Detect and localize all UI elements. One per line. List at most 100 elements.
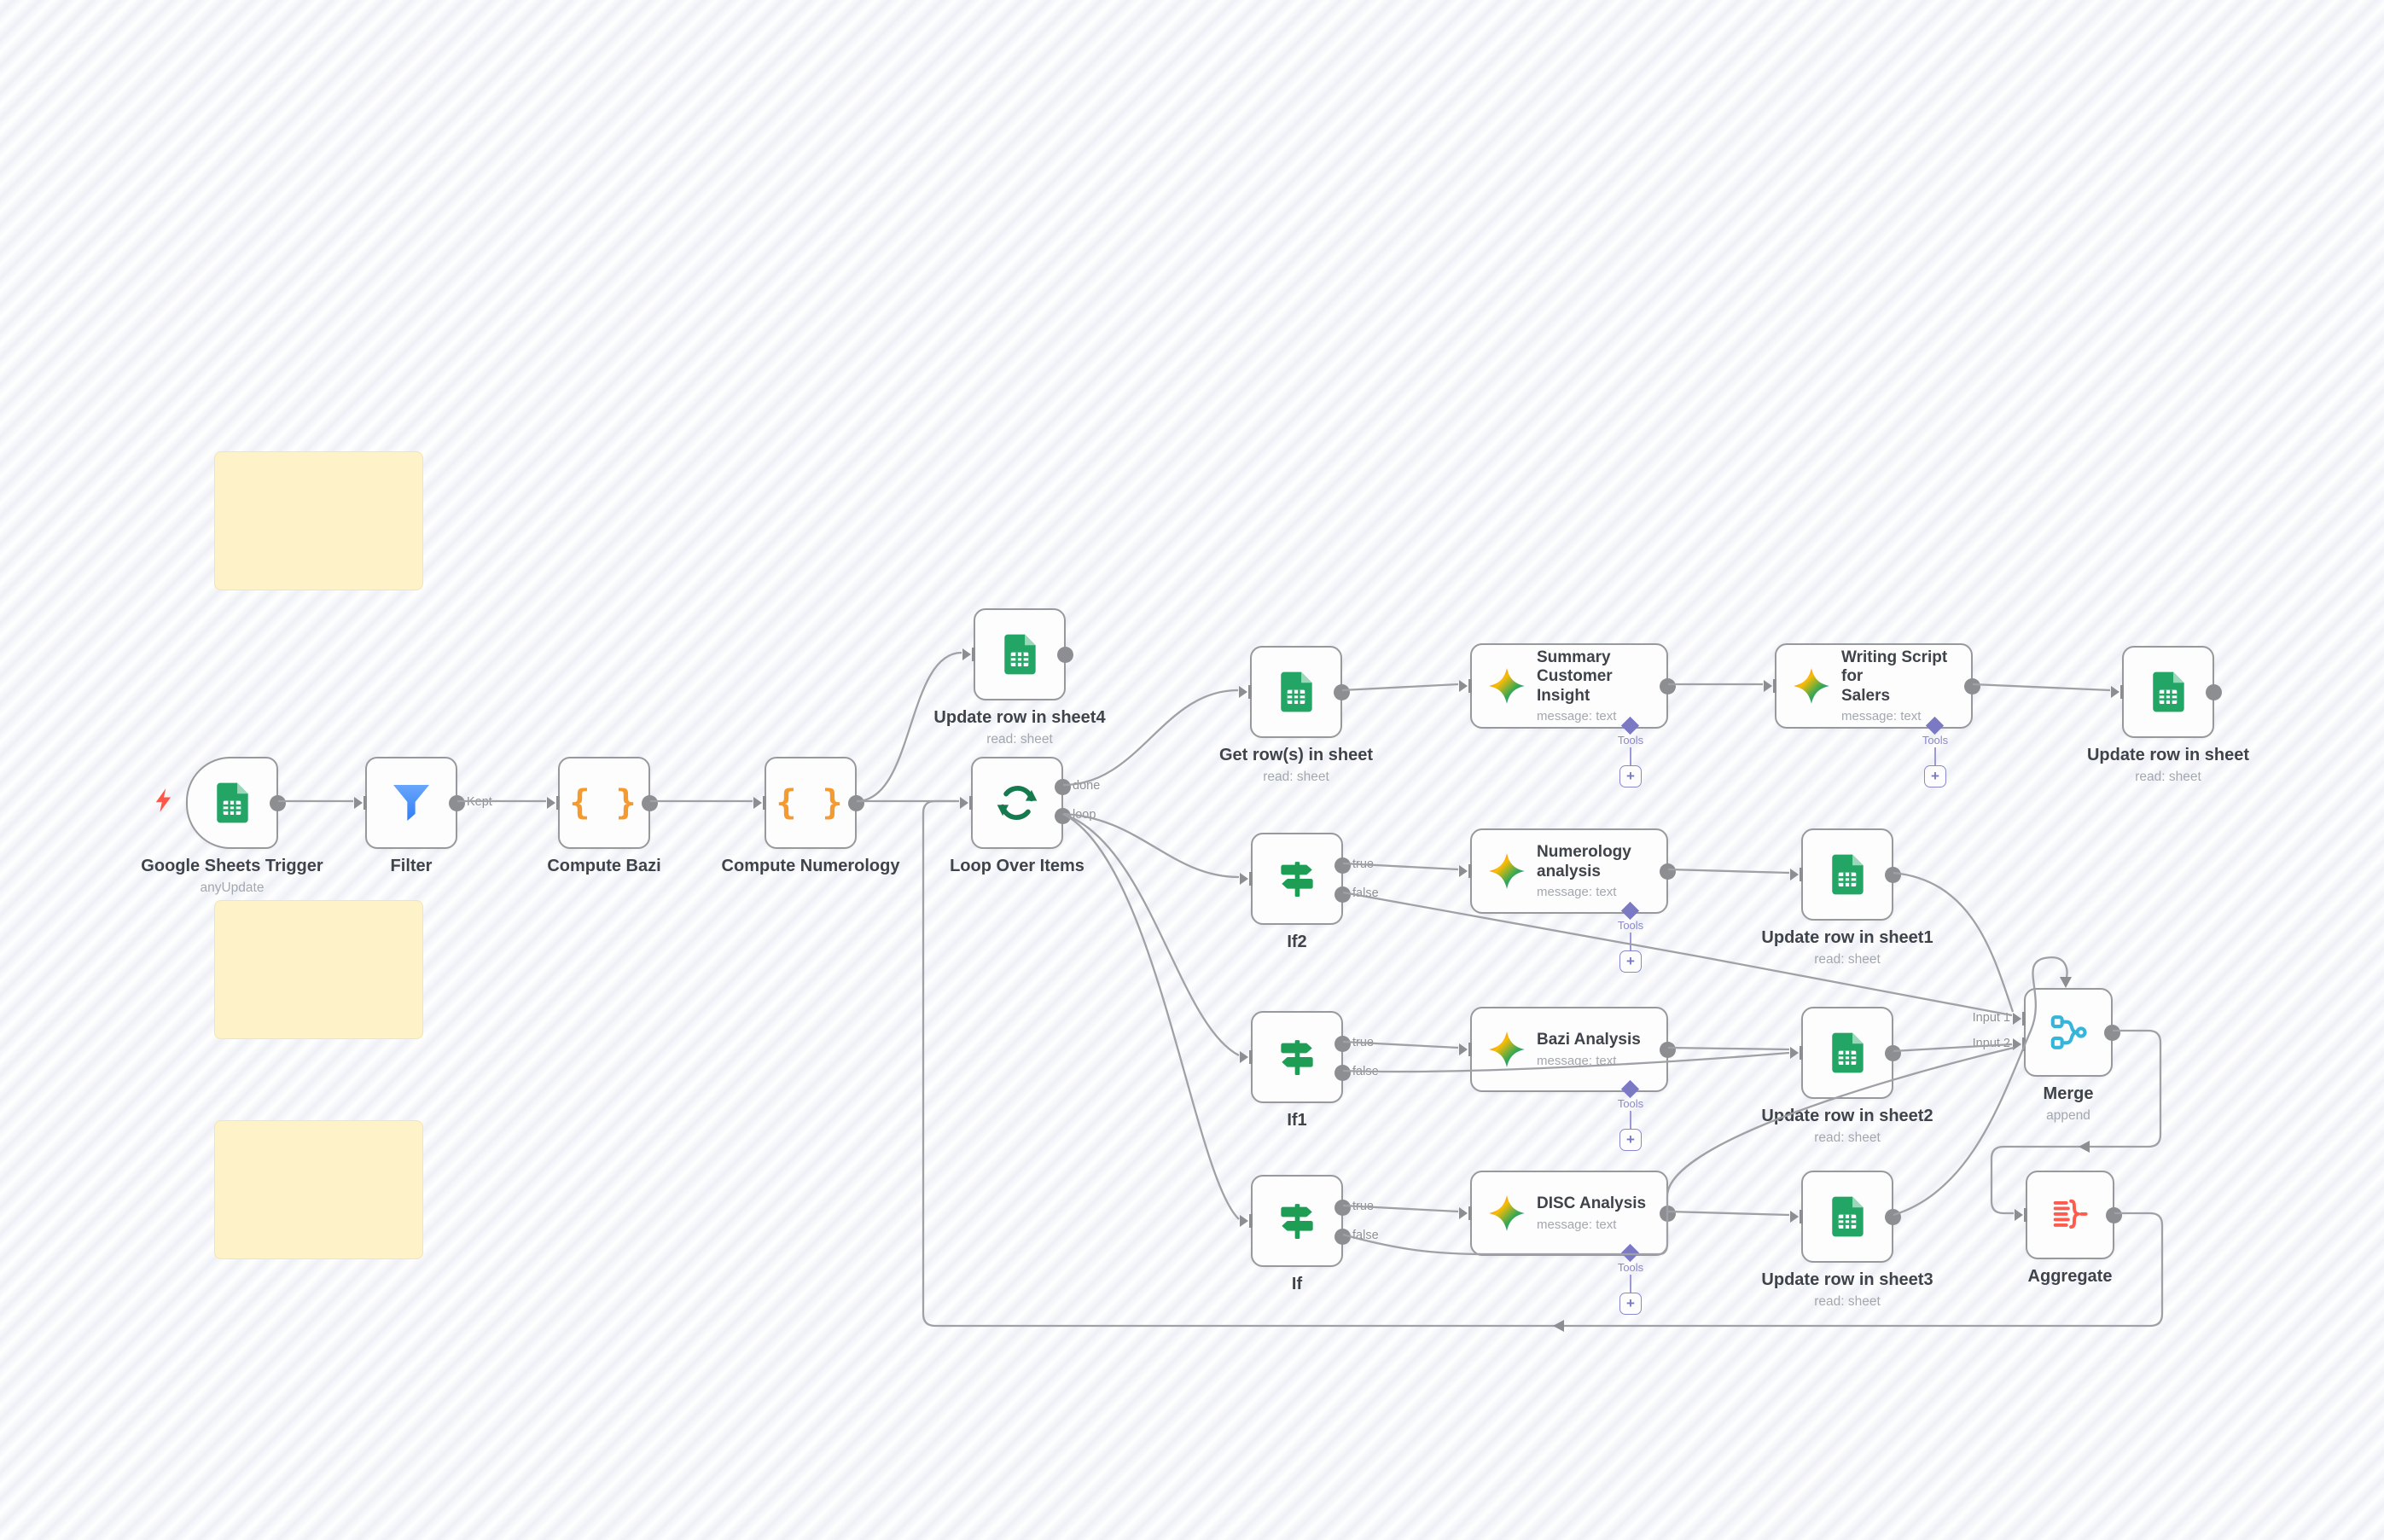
output-port[interactable] <box>1660 1205 1676 1222</box>
input-port[interactable] <box>354 796 367 810</box>
input-port[interactable] <box>1240 1050 1253 1064</box>
output-port[interactable] <box>642 794 658 811</box>
add-tool-button[interactable]: + <box>1619 1129 1642 1151</box>
node-subtitle: message: text <box>1537 884 1617 899</box>
input-port[interactable] <box>960 796 973 810</box>
input-port[interactable] <box>1459 864 1472 878</box>
output-port[interactable] <box>1885 1208 1901 1225</box>
node-title: Merge <box>2043 1084 2094 1103</box>
tools-diamond-icon[interactable] <box>1620 1079 1640 1099</box>
input-port[interactable] <box>1764 679 1776 693</box>
tools-diamond-icon[interactable] <box>1620 1243 1640 1263</box>
sticky-note-2[interactable] <box>214 900 423 1039</box>
output-port[interactable] <box>1334 683 1350 700</box>
input-port[interactable] <box>753 796 766 810</box>
input-port[interactable] <box>2013 1037 2026 1051</box>
output-port[interactable] <box>1334 1199 1351 1216</box>
output-port[interactable] <box>1334 1064 1351 1081</box>
input-port[interactable] <box>547 796 560 810</box>
edge-arrow <box>2060 977 2072 988</box>
input-port[interactable] <box>1790 1210 1803 1223</box>
output-port[interactable] <box>1334 1035 1351 1052</box>
node-title: Compute Numerology <box>721 857 900 875</box>
input-port[interactable] <box>1239 685 1252 699</box>
node-subtitle: message: text <box>1537 1217 1617 1232</box>
output-port[interactable] <box>1055 778 1071 795</box>
output-port[interactable] <box>848 794 864 811</box>
input-port[interactable] <box>2013 1012 2026 1026</box>
loop-icon <box>997 786 1038 820</box>
add-tool-button[interactable]: + <box>1619 1293 1642 1315</box>
input-port[interactable] <box>1790 868 1803 881</box>
add-tool-button[interactable]: + <box>1619 765 1642 787</box>
tools-diamond-icon[interactable] <box>1620 716 1640 735</box>
tools-connector: Tools + <box>1618 901 1643 979</box>
node-aggregate[interactable]: Aggregate <box>2015 1171 2122 1286</box>
sheets-icon <box>2153 671 2184 712</box>
output-port[interactable] <box>1057 646 1073 663</box>
node-subtitle: read: sheet <box>1814 1294 1881 1309</box>
output-port[interactable] <box>1660 677 1676 694</box>
output-port[interactable] <box>1885 866 1901 883</box>
output-port[interactable] <box>1334 857 1351 874</box>
tools-diamond-icon[interactable] <box>1925 716 1945 735</box>
tools-connector: Tools+ <box>1618 1243 1643 1322</box>
input-port[interactable] <box>1240 1214 1253 1228</box>
output-port[interactable] <box>1660 863 1676 880</box>
output-port[interactable] <box>2106 1206 2122 1223</box>
output-port[interactable] <box>1885 1044 1901 1061</box>
input-port[interactable] <box>1459 1043 1472 1056</box>
input-port[interactable] <box>962 648 975 661</box>
input-port[interactable] <box>2111 685 2124 699</box>
node-compute-bazi[interactable]: { }Compute Bazi <box>547 757 661 875</box>
add-tool-button[interactable]: + <box>1924 765 1946 787</box>
sticky-note-1[interactable] <box>214 451 423 590</box>
output-port[interactable] <box>1660 1041 1676 1058</box>
input-port[interactable] <box>1240 872 1253 886</box>
add-tool-button[interactable]: + <box>1619 950 1642 973</box>
edge-if2-true-numanalysis <box>1342 862 1459 871</box>
output-port[interactable] <box>2206 683 2222 700</box>
node-title: Update row in sheet2 <box>1761 1107 1933 1125</box>
tools-label: Tools <box>1617 1097 1644 1110</box>
output-port-label: true <box>1352 857 1374 871</box>
output-port[interactable] <box>449 794 465 811</box>
sheets-icon <box>217 782 248 823</box>
output-port[interactable] <box>1055 807 1071 824</box>
output-port-label: Kept <box>467 795 492 809</box>
tools-diamond-icon[interactable] <box>1620 901 1640 921</box>
aggregate-icon <box>2053 1199 2088 1229</box>
output-port[interactable] <box>270 794 286 811</box>
output-port[interactable] <box>1334 886 1351 903</box>
tools-label: Tools <box>1617 919 1644 932</box>
output-port[interactable] <box>2104 1024 2120 1041</box>
input-port[interactable] <box>2015 1208 2027 1222</box>
output-port[interactable] <box>1964 677 1980 694</box>
node-compute-numerology[interactable]: { }Compute Numerology <box>722 757 899 875</box>
input-port[interactable] <box>1790 1046 1803 1060</box>
sticky-note-3[interactable] <box>214 1120 423 1259</box>
output-port[interactable] <box>1334 1228 1351 1245</box>
input-port[interactable] <box>1459 1206 1472 1220</box>
trigger-bolt-icon <box>152 787 176 817</box>
input-port[interactable] <box>1459 679 1472 693</box>
